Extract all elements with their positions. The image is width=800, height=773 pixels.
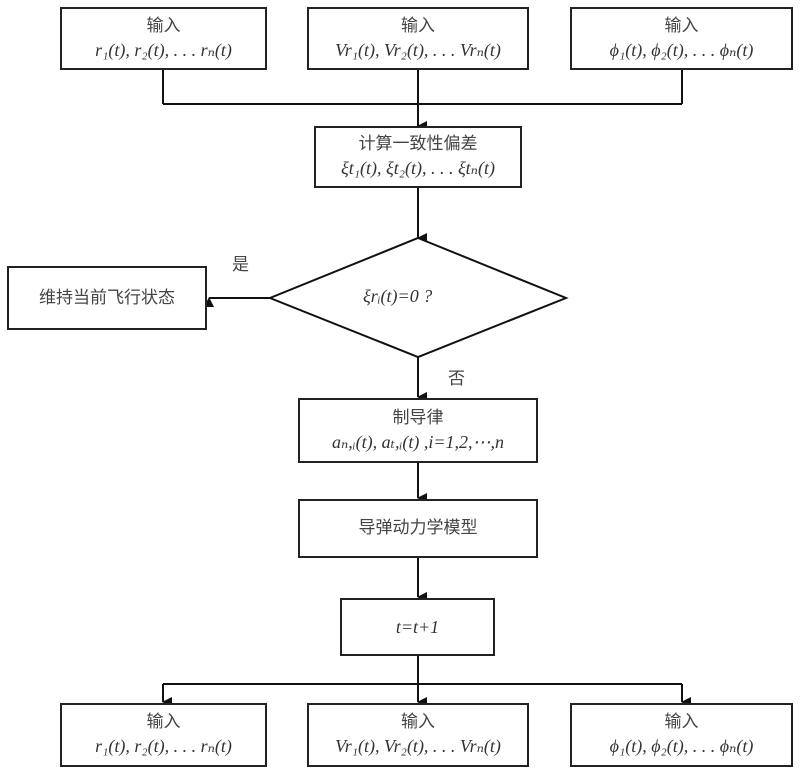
top-input-box-vr: 输入 Vr₁(t), Vr₂(t), . . . Vrₙ(t) bbox=[307, 7, 529, 70]
consistency-box: 计算一致性偏差 ξt₁(t), ξt₂(t), . . . ξtₙ(t) bbox=[314, 126, 522, 188]
guidance-law-formula: aₙ,ᵢ(t), aₜ,ᵢ(t) ,i=1,2,⋯,n bbox=[331, 431, 505, 452]
bottom-input-r-formula: r₁(t), r₂(t), . . . rₙ(t) bbox=[95, 736, 232, 757]
top-input-r-formula: r₁(t), r₂(t), . . . rₙ(t) bbox=[95, 39, 232, 60]
maintain-state-title: 维持当前飞行状态 bbox=[39, 287, 175, 308]
top-input-r-title: 输入 bbox=[146, 15, 181, 36]
top-input-phi-formula: ϕ₁(t), ϕ₂(t), . . . ϕₙ(t) bbox=[609, 39, 754, 60]
decision-no-label: 否 bbox=[448, 369, 465, 389]
time-step-formula: t=t+1 bbox=[395, 616, 440, 637]
bottom-input-vr-title: 输入 bbox=[401, 712, 435, 733]
guidance-law-title: 制导律 bbox=[392, 407, 444, 428]
bottom-input-phi-title: 输入 bbox=[664, 712, 699, 733]
top-input-box-r: 输入 r₁(t), r₂(t), . . . rₙ(t) bbox=[60, 7, 267, 70]
guidance-law-box: 制导律 aₙ,ᵢ(t), aₜ,ᵢ(t) ,i=1,2,⋯,n bbox=[298, 398, 538, 463]
dynamics-model-title: 导弹动力学模型 bbox=[358, 518, 478, 539]
decision-condition: ξrᵢ(t)=0 ? bbox=[363, 286, 433, 306]
consistency-title: 计算一致性偏差 bbox=[358, 134, 478, 155]
decision-yes-label: 是 bbox=[232, 255, 249, 275]
bottom-input-vr-formula: Vr₁(t), Vr₂(t), . . . Vrₙ(t) bbox=[335, 736, 501, 757]
dynamics-model-box: 导弹动力学模型 bbox=[298, 499, 538, 558]
top-input-vr-title: 输入 bbox=[401, 15, 435, 36]
bottom-input-r-title: 输入 bbox=[146, 712, 181, 733]
bottom-input-box-phi: 输入 ϕ₁(t), ϕ₂(t), . . . ϕₙ(t) bbox=[570, 703, 793, 767]
consistency-formula: ξt₁(t), ξt₂(t), . . . ξtₙ(t) bbox=[341, 158, 495, 179]
top-input-phi-title: 输入 bbox=[664, 15, 699, 36]
top-input-box-phi: 输入 ϕ₁(t), ϕ₂(t), . . . ϕₙ(t) bbox=[570, 7, 793, 70]
bottom-input-box-vr: 输入 Vr₁(t), Vr₂(t), . . . Vrₙ(t) bbox=[307, 703, 529, 767]
maintain-state-box: 维持当前飞行状态 bbox=[7, 266, 207, 330]
bottom-input-phi-formula: ϕ₁(t), ϕ₂(t), . . . ϕₙ(t) bbox=[609, 736, 754, 757]
bottom-input-box-r: 输入 r₁(t), r₂(t), . . . rₙ(t) bbox=[60, 703, 267, 767]
top-input-vr-formula: Vr₁(t), Vr₂(t), . . . Vrₙ(t) bbox=[335, 39, 501, 60]
time-step-box: t=t+1 bbox=[340, 598, 495, 656]
